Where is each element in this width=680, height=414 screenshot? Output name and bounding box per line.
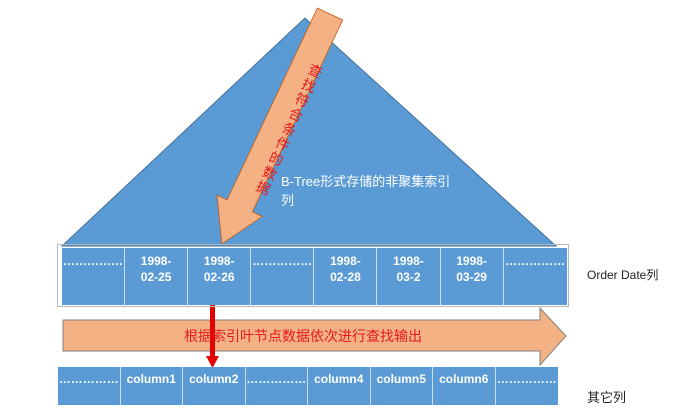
index-cell: …………… <box>251 248 315 305</box>
index-cell: …………… <box>503 248 567 305</box>
search-arrow <box>216 7 344 245</box>
index-cell: 1998- 03-29 <box>440 248 504 305</box>
index-cell: …………… <box>62 248 126 305</box>
data-cell: column1 <box>120 367 183 405</box>
index-cell: 1998- 02-26 <box>188 248 252 305</box>
index-cell: 1998- 02-28 <box>314 248 378 305</box>
btree-label: B-Tree形式存储的非聚集索引列 <box>281 174 451 208</box>
data-cell: …………… <box>58 367 121 405</box>
selection-frame <box>57 244 569 307</box>
data-cell: column6 <box>433 367 496 405</box>
index-row-label: Order Date列 <box>587 268 659 282</box>
data-cell: …………… <box>245 367 308 405</box>
lookup-arrow-head <box>206 356 219 368</box>
scan-arrow <box>62 306 567 367</box>
lookup-arrow-shaft <box>210 292 215 357</box>
btree-triangle <box>60 17 558 247</box>
data-cell: column2 <box>183 367 246 405</box>
data-cell: column4 <box>308 367 371 405</box>
scan-arrow-text: 根据索引叶节点数据依次进行查找输出 <box>184 328 422 344</box>
index-cell: 1998- 02-25 <box>125 248 189 305</box>
index-cell: 1998- 03-2 <box>377 248 441 305</box>
data-cell: …………… <box>495 367 558 405</box>
data-cell: column5 <box>370 367 433 405</box>
data-row-label: 其它列 <box>587 390 627 405</box>
